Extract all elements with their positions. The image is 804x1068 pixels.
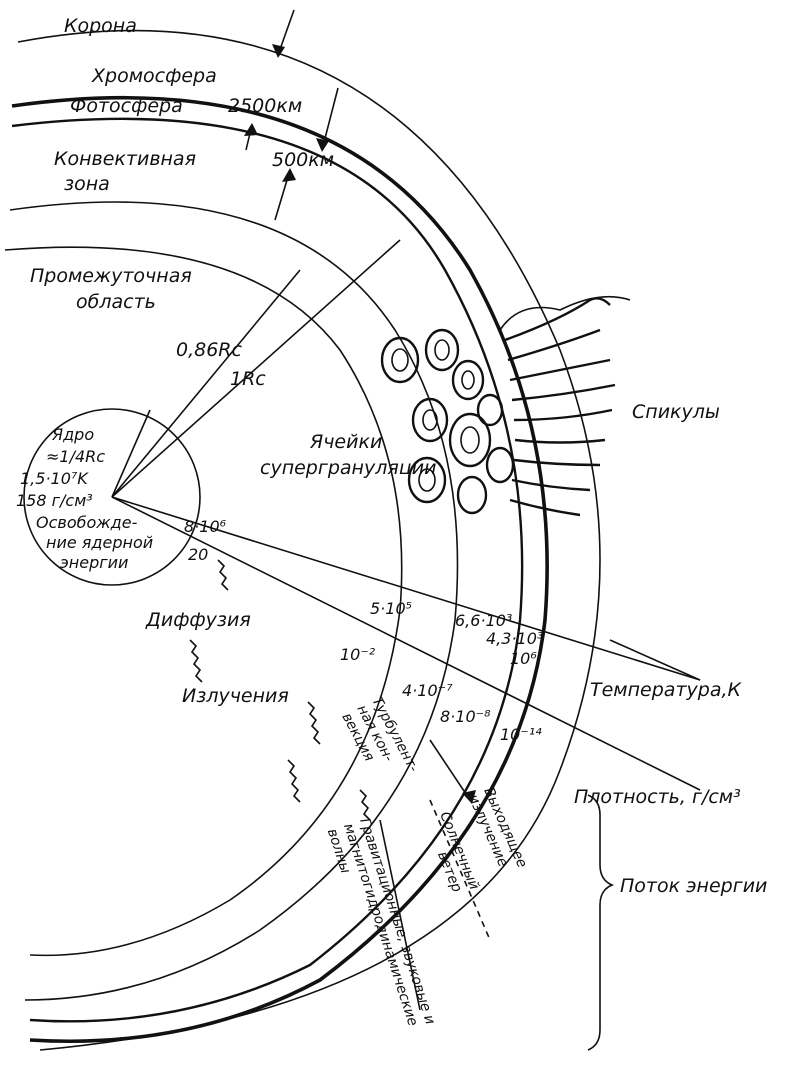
- spicule: [512, 480, 590, 490]
- density-value: 10⁻²: [340, 645, 376, 664]
- core-temp-label: 1,5·10⁷K: [20, 469, 89, 488]
- core-label-2: ≈1/4Rc: [46, 447, 105, 466]
- temperature-value: 10⁶: [510, 649, 537, 668]
- supergranulation-label-2: супергрануляции: [260, 457, 436, 479]
- chromosphere-label: Хромосфера: [91, 65, 217, 87]
- temperature-axis-label: Температура,К: [590, 679, 742, 701]
- radiation-wave: [308, 702, 320, 744]
- spicule: [512, 385, 615, 400]
- core-label-1: Ядро: [51, 425, 94, 444]
- granule-cell: [435, 340, 449, 360]
- granule-cell: [423, 410, 437, 430]
- density-value: 10⁻¹⁴: [500, 725, 542, 744]
- temperature-value: 5·10⁵: [370, 599, 412, 618]
- diffusion-wave-2: [190, 640, 202, 682]
- spicule: [514, 460, 600, 465]
- thickness-500-label: 500км: [272, 149, 334, 171]
- intermediate-label-1: Промежуточная: [30, 265, 192, 287]
- supergranulation-label-1: Ячейки: [309, 431, 382, 453]
- granule-cell: [392, 349, 408, 371]
- radiation-label: Излучения: [182, 685, 289, 707]
- density-value: 4·10⁻⁷: [402, 681, 453, 700]
- granule-cell: [487, 448, 513, 482]
- spicule: [510, 360, 610, 380]
- spicules-label: Спикулы: [632, 401, 720, 423]
- granule-cell: [426, 330, 458, 370]
- radius-086-label: 0,86Rc: [176, 339, 243, 361]
- spicule: [505, 298, 610, 340]
- temperature-value: 4,3·10³: [486, 629, 543, 648]
- radiation-wave-3: [360, 790, 370, 820]
- release-label-2: ние ядерной: [46, 533, 153, 552]
- thickness-2500-label: 2500км: [228, 95, 302, 117]
- granule-cell: [458, 477, 486, 513]
- temperature-value: 8·10⁶: [184, 517, 227, 536]
- temperature-value: 6,6·10³: [455, 611, 512, 630]
- granule-cell: [413, 399, 447, 441]
- density-value: 20: [188, 545, 208, 564]
- radiation-wave-2: [288, 760, 300, 802]
- core-density-label: 158 г/см³: [16, 491, 93, 510]
- diffusion-label: Диффузия: [145, 609, 251, 631]
- energy-flow-brace: [588, 795, 612, 1050]
- outgoing-arrow: [430, 740, 470, 800]
- granule-cell: [462, 371, 474, 389]
- temperature-pointer: [610, 640, 700, 680]
- spicule: [515, 440, 605, 443]
- supergranulation-cells: [382, 330, 513, 513]
- granule-cell: [461, 427, 479, 453]
- spicules: [500, 297, 630, 515]
- convective-zone-label-1: Конвективная: [54, 148, 196, 170]
- release-label-3: энергии: [60, 553, 128, 572]
- density-value: 8·10⁻⁸: [440, 707, 491, 726]
- granule-cell: [453, 361, 483, 399]
- photosphere-label: Фотосфера: [70, 95, 183, 117]
- corona-label: Корона: [64, 15, 137, 37]
- photosphere-arrowhead: [244, 123, 258, 136]
- density-axis-label: Плотность, г/см³: [574, 786, 741, 808]
- diffusion-wave: [218, 560, 228, 590]
- convective-zone-label-2: зона: [64, 173, 110, 195]
- granule-cell: [478, 395, 502, 425]
- core-radius-line: [112, 410, 150, 497]
- release-label-1: Освобожде-: [36, 513, 138, 532]
- intermediate-label-2: область: [76, 291, 156, 313]
- radius-1-label: 1Rc: [230, 368, 266, 390]
- energy-flow-label: Поток энергии: [620, 875, 767, 897]
